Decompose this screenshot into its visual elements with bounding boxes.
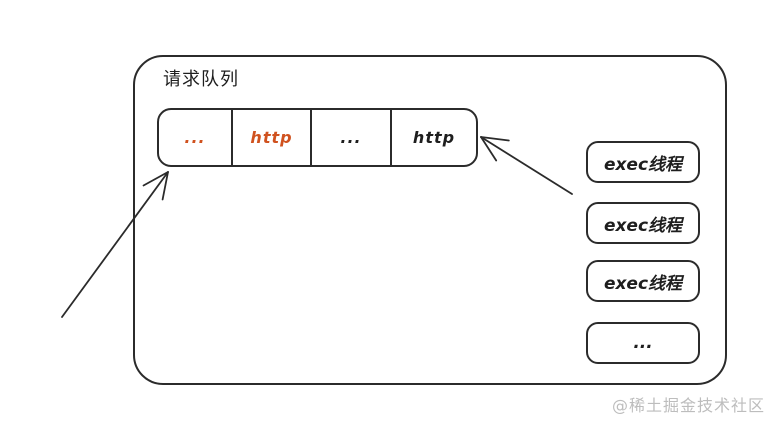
queue-cell-4-label: http xyxy=(412,128,456,147)
queue-cell-2-label: http xyxy=(250,128,293,147)
exec-thread-box-more-label: ... xyxy=(633,333,653,353)
exec-thread-box-2: exec线程 xyxy=(586,202,700,244)
watermark: @稀土掘金技术社区 xyxy=(612,396,766,415)
exec-thread-box-more: ... xyxy=(586,322,700,364)
exec-thread-box-2-label: exec线程 xyxy=(603,215,683,236)
container-title: 请求队列 xyxy=(163,69,239,90)
queue-cell-4: http xyxy=(392,110,476,165)
queue-cell-3-label: ... xyxy=(340,128,362,147)
queue-cell-3: ... xyxy=(312,110,392,165)
exec-thread-box-3: exec线程 xyxy=(586,260,700,302)
exec-thread-box-1: exec线程 xyxy=(586,141,700,183)
queue-cell-2: http xyxy=(233,110,312,165)
request-queue: ... http ... http xyxy=(157,108,478,167)
queue-cell-1-label: ... xyxy=(184,128,206,147)
exec-thread-box-1-label: exec线程 xyxy=(603,154,683,175)
queue-cell-1: ... xyxy=(159,110,233,165)
exec-thread-box-3-label: exec线程 xyxy=(603,273,683,294)
